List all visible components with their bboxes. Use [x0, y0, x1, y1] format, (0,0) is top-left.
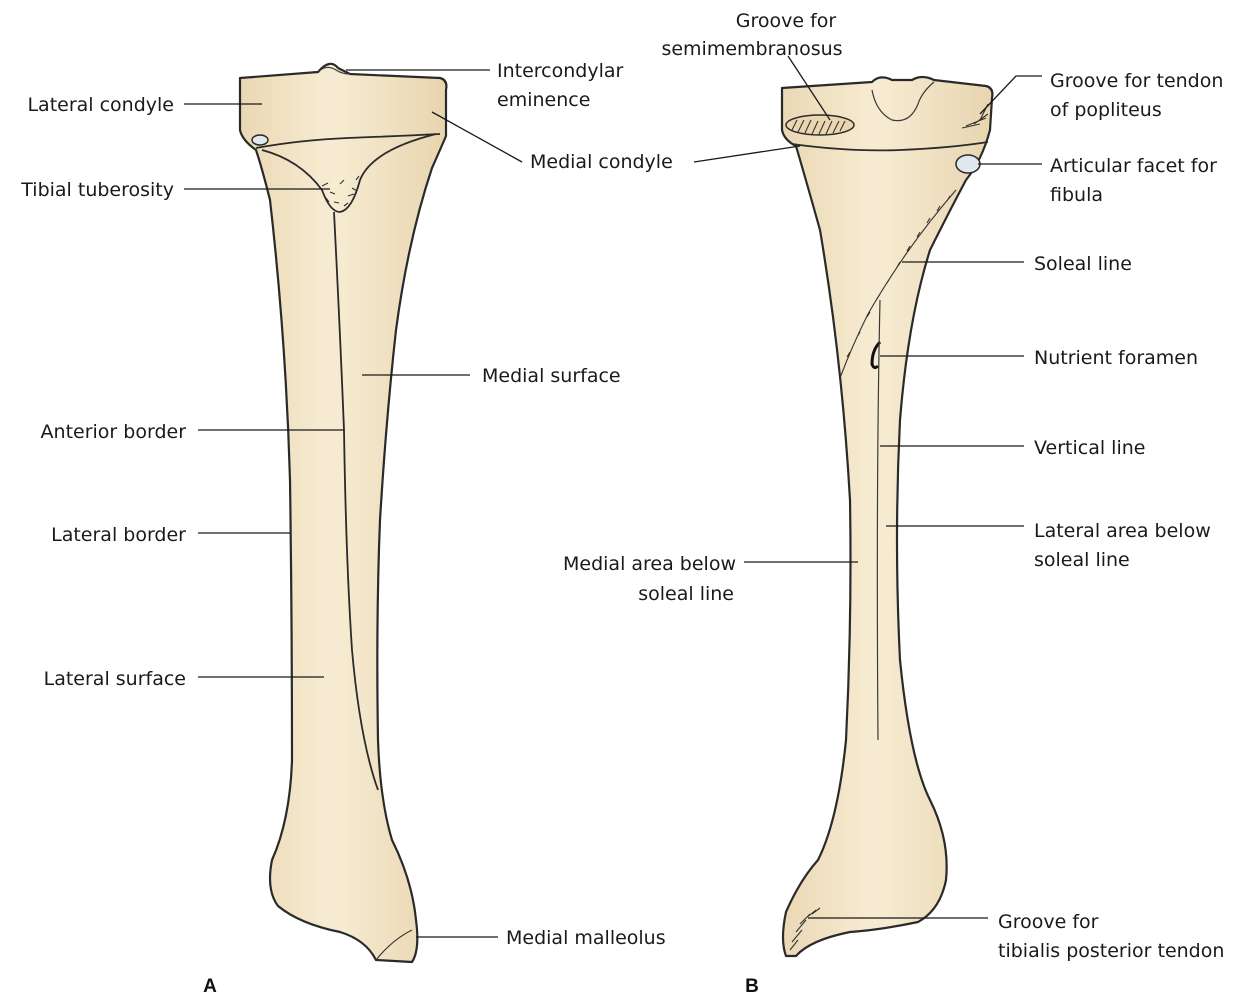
- label-fibular-facet-2: fibula: [1050, 184, 1103, 206]
- tibia-b-outline: [782, 77, 992, 956]
- tibia-anterior-view: [240, 64, 446, 962]
- label-medial-condyle: Medial condyle: [530, 151, 673, 173]
- label-medial-malleolus: Medial malleolus: [506, 927, 666, 949]
- label-fibular-facet-1: Articular facet for: [1050, 155, 1217, 177]
- tibia-a-outline: [240, 64, 446, 962]
- label-intercondylar-1: Intercondylar: [497, 60, 624, 82]
- label-groove-tib-post-2: tibialis posterior tendon: [998, 940, 1224, 962]
- label-groove-tib-post-1: Groove for: [998, 911, 1099, 933]
- label-nutrient-foramen: Nutrient foramen: [1034, 347, 1198, 369]
- label-medial-area-1: Medial area below: [563, 553, 736, 575]
- label-intercondylar-2: eminence: [497, 89, 590, 111]
- label-groove-popliteus-1: Groove for tendon: [1050, 70, 1223, 92]
- label-lateral-border: Lateral border: [51, 524, 186, 546]
- label-vertical-line: Vertical line: [1034, 437, 1145, 459]
- tibia-posterior-view: [782, 77, 992, 956]
- tibia-b-fibular-facet: [956, 155, 980, 173]
- label-lateral-condyle: Lateral condyle: [27, 94, 174, 116]
- label-groove-semimem-1: Groove for: [736, 10, 837, 32]
- panel-label-a: A: [203, 976, 217, 997]
- label-lateral-area-2: soleal line: [1034, 549, 1130, 571]
- label-lateral-area-1: Lateral area below: [1034, 520, 1211, 542]
- label-medial-surface: Medial surface: [482, 365, 621, 387]
- panel-label-b: B: [745, 976, 759, 997]
- label-soleal-line: Soleal line: [1034, 253, 1132, 275]
- label-groove-popliteus-2: of popliteus: [1050, 99, 1162, 121]
- label-medial-area-2: soleal line: [638, 583, 734, 605]
- label-lateral-surface: Lateral surface: [44, 668, 186, 690]
- label-tibial-tuberosity: Tibial tuberosity: [20, 179, 174, 201]
- tibia-a-fibular-facet: [252, 135, 268, 145]
- leader-medial-condyle-b: [694, 146, 800, 162]
- label-anterior-border: Anterior border: [41, 421, 187, 443]
- label-groove-semimem-2: semimembranosus: [661, 38, 842, 60]
